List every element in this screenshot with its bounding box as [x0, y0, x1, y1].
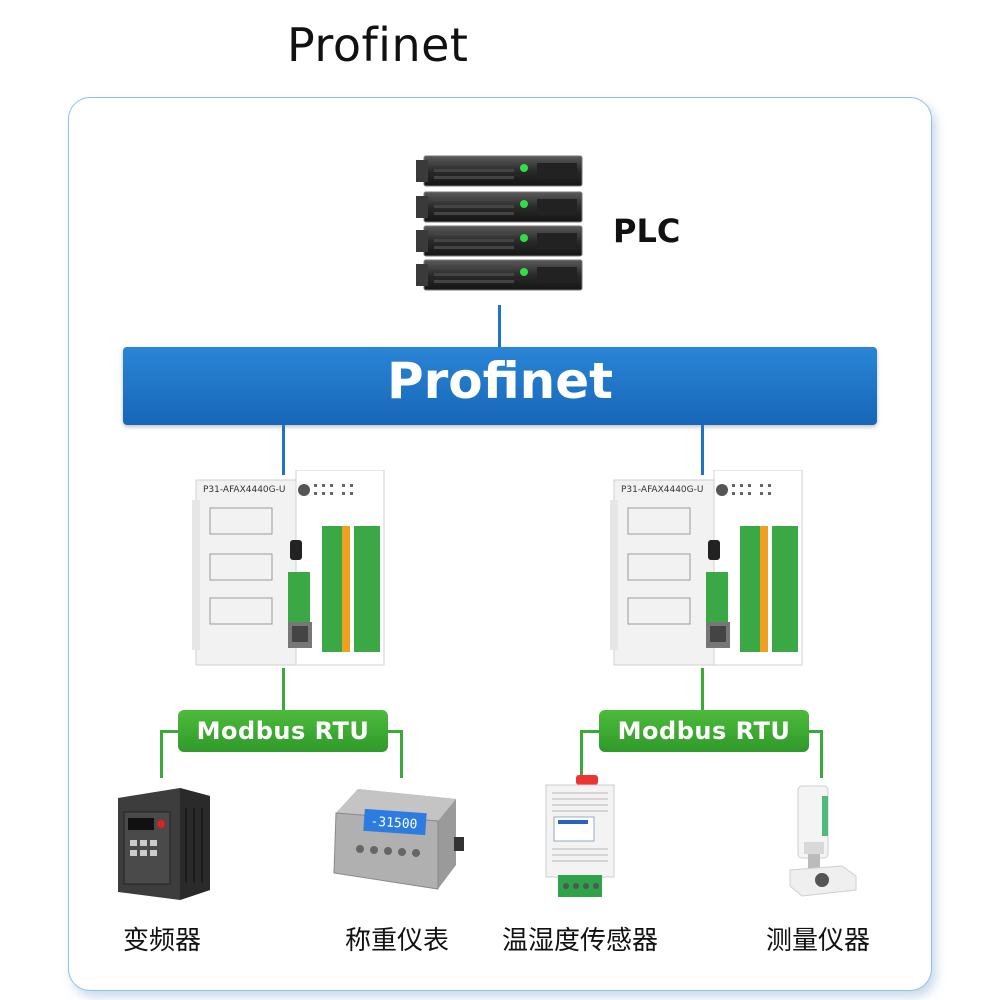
bus-gateway-link-left [282, 425, 285, 475]
gateway-module-left [192, 470, 385, 666]
rtu-branch-right-a [580, 730, 601, 733]
gateway-rtu-link-left [282, 668, 285, 710]
server-rack-icon [416, 155, 583, 291]
rtu-branch-right-b [807, 730, 823, 733]
modbus-rtu-badge-left: Modbus RTU [178, 710, 388, 752]
rtu-branch-left-a [160, 730, 180, 733]
gateway-model-right: P31-AFAX4440G-U [621, 485, 704, 495]
temp-humidity-sensor-icon [545, 775, 615, 897]
bus-gateway-link-right [701, 425, 704, 475]
rtu-drop-right-b [820, 730, 823, 778]
rtu-drop-right-a [580, 730, 583, 778]
modbus-rtu-badge-right: Modbus RTU [599, 710, 809, 752]
measuring-instrument-icon [789, 785, 857, 897]
gateway-rtu-link-right [701, 668, 704, 710]
gateway-model-left: P31-AFAX4440G-U [203, 485, 286, 495]
rtu-branch-left-b [386, 730, 403, 733]
plc-bus-link [498, 305, 501, 348]
gateway-module-right [610, 470, 803, 666]
profinet-bus [123, 347, 877, 425]
device-label-weighing: 称重仪表 [344, 926, 449, 956]
page-title: Profinet [287, 18, 469, 72]
inverter-icon [118, 788, 210, 900]
device-label-inverter: 变频器 [122, 926, 201, 956]
plc-label: PLC [613, 212, 681, 250]
weighing-indicator-icon: -31500 [333, 789, 464, 890]
device-label-sensor: 温湿度传感器 [501, 926, 658, 956]
rtu-drop-left-b [400, 730, 403, 778]
profinet-bus-label: Profinet [386, 352, 614, 410]
device-label-instrument: 测量仪器 [765, 926, 870, 956]
rtu-drop-left-a [160, 730, 163, 778]
scale-display-readout: -31500 [370, 814, 418, 832]
